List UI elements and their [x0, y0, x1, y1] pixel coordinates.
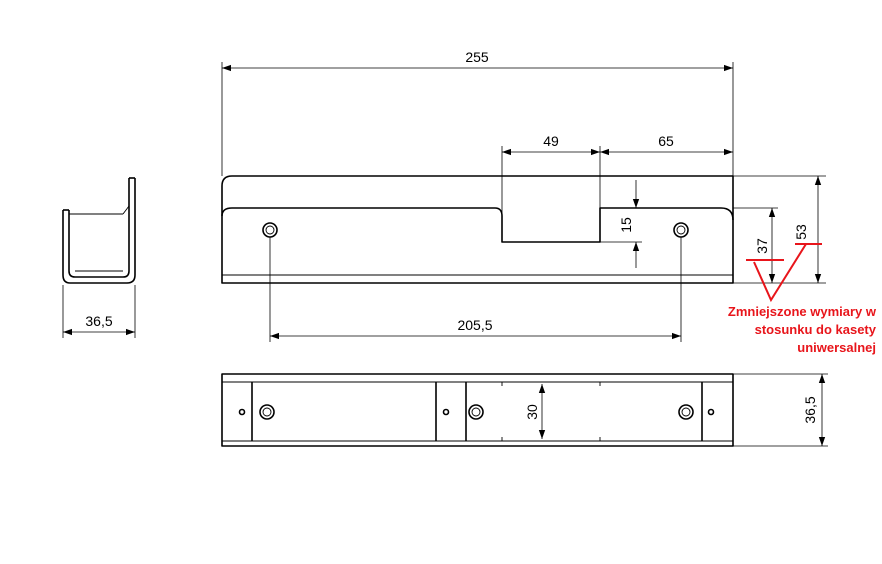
top-hole-right: [678, 404, 694, 420]
top-view: 30 36,5: [221, 373, 828, 447]
annotation-note: Zmniejszone wymiary w stosunku do kasety…: [672, 303, 876, 357]
dim-top-inner: 30: [524, 404, 540, 420]
top-hole-left: [259, 404, 275, 420]
section-view: 36,5: [62, 177, 136, 338]
dim-top-width: 36,5: [802, 396, 818, 423]
dim-height-reduced: 37: [754, 238, 770, 254]
top-pin-hole: [238, 408, 246, 416]
dim-notch-to-end: 65: [658, 133, 674, 149]
top-hole-middle: [468, 404, 484, 420]
section-profile-outer: [62, 178, 136, 284]
dim-notch-depth: 15: [618, 217, 634, 233]
dim-notch-width: 49: [543, 133, 559, 149]
front-hole-right: [673, 222, 689, 238]
front-view: 255 49 65 15 37 53 205,5: [221, 49, 826, 342]
red-check-mark: [753, 243, 807, 303]
section-profile-inner: [68, 178, 130, 278]
front-outline: [221, 175, 734, 284]
top-pin-hole: [707, 408, 715, 416]
annotation-line-2: stosunku do kasety: [754, 322, 876, 337]
red-annotation: [746, 243, 822, 303]
dim-section-width: 36,5: [85, 313, 112, 329]
top-pin-hole: [442, 408, 450, 416]
section-bend-line: [122, 205, 130, 215]
annotation-line-3: uniwersalnej: [797, 340, 876, 355]
dim-height-full: 53: [793, 224, 809, 240]
front-hole-left: [262, 222, 278, 238]
dim-hole-spacing: 205,5: [457, 317, 492, 333]
dim-overall-length: 255: [465, 49, 489, 65]
annotation-line-1: Zmniejszone wymiary w: [727, 304, 876, 319]
top-outline: [221, 373, 734, 447]
front-inner-edge-left: [221, 207, 734, 243]
